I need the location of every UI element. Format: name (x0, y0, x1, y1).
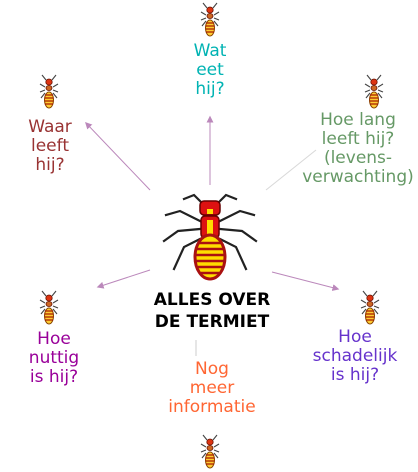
node-hoe-lang-leeft-hij[interactable]: Hoe lang leeft hij? (levens- verwachting… (302, 110, 414, 187)
connector-waar-leeft-hij (85, 121, 151, 191)
node-nog-meer-informatie[interactable]: Nog meer informatie (168, 359, 256, 417)
node-waar-leeft-hij[interactable]: Waar leeft hij? (28, 117, 72, 175)
node-wat-eet-hij[interactable]: Wat eet hij? (193, 41, 227, 99)
connector-hoe-nuttig-is-hij (96, 269, 151, 289)
node-hoe-nuttig-is-hij[interactable]: Hoe nuttig is hij? (28, 329, 80, 387)
connector-hoe-lang-leeft-hij (265, 149, 317, 191)
center-title: ALLES OVER DE TERMIET (153, 290, 271, 332)
termite-icon (200, 2, 220, 37)
connector-lines (85, 115, 340, 356)
termite-icon (39, 74, 59, 109)
connector-hoe-schadelijk-is-hij (271, 271, 340, 291)
termite-icon (200, 434, 220, 469)
termite-icon (39, 290, 59, 325)
node-hoe-schadelijk-is-hij[interactable]: Hoe schadelijk is hij? (312, 327, 398, 385)
termite-icon (364, 74, 384, 109)
termite-icon (360, 290, 380, 325)
central-termite-icon (162, 193, 258, 281)
